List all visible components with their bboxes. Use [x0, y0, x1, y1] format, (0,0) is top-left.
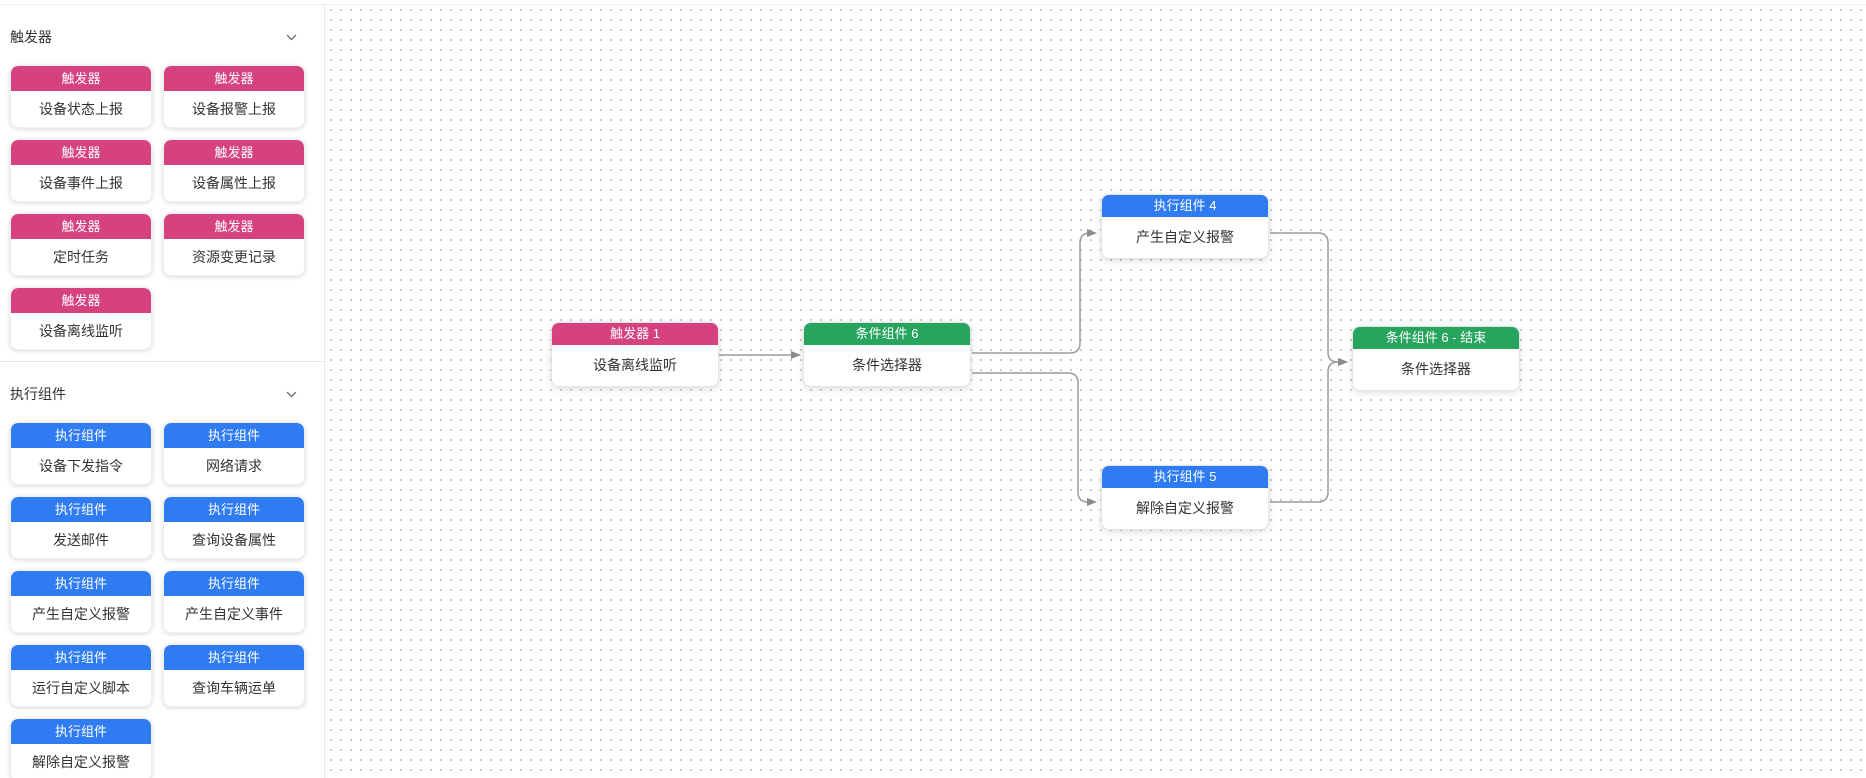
- palette-card[interactable]: 执行组件网络请求: [163, 422, 305, 485]
- palette-card-label: 设备事件上报: [11, 165, 151, 201]
- palette-card[interactable]: 执行组件设备下发指令: [10, 422, 152, 485]
- palette-card[interactable]: 触发器设备报警上报: [163, 65, 305, 128]
- flow-node-action-5[interactable]: 执行组件 5 解除自定义报警: [1101, 465, 1269, 530]
- palette-section-title: 执行组件: [10, 386, 66, 402]
- palette-card-grid: 触发器设备状态上报触发器设备报警上报触发器设备事件上报触发器设备属性上报触发器定…: [0, 53, 324, 350]
- palette-card-label: 解除自定义报警: [11, 744, 151, 778]
- palette-card-badge: 触发器: [164, 140, 304, 165]
- flow-node-trigger-1[interactable]: 触发器 1 设备离线监听: [551, 322, 719, 387]
- palette-card-label: 设备状态上报: [11, 91, 151, 127]
- palette-card-label: 设备报警上报: [164, 91, 304, 127]
- palette-card-label: 查询设备属性: [164, 522, 304, 558]
- palette-card-label: 发送邮件: [11, 522, 151, 558]
- flow-node-header: 执行组件 4: [1102, 195, 1268, 217]
- flow-node-label: 产生自定义报警: [1136, 229, 1234, 245]
- flow-node-label: 设备离线监听: [593, 357, 677, 373]
- palette-card-label: 网络请求: [164, 448, 304, 484]
- palette-card[interactable]: 触发器设备离线监听: [10, 287, 152, 350]
- palette-card-label: 产生自定义事件: [164, 596, 304, 632]
- palette-card[interactable]: 执行组件运行自定义脚本: [10, 644, 152, 707]
- chevron-down-icon[interactable]: [285, 388, 298, 401]
- palette-card-label: 设备离线监听: [11, 313, 151, 349]
- palette-card-label: 产生自定义报警: [11, 596, 151, 632]
- palette-card-badge: 触发器: [11, 140, 151, 165]
- flow-edges-layer: [719, 229, 1348, 506]
- palette-section-header-trigger[interactable]: 触发器: [0, 21, 324, 53]
- flow-node-header: 条件组件 6 - 结束: [1353, 327, 1519, 349]
- flow-node-action-4[interactable]: 执行组件 4 产生自定义报警: [1101, 194, 1269, 259]
- palette-card-badge: 执行组件: [11, 645, 151, 670]
- flow-node-header: 触发器 1: [552, 323, 718, 345]
- palette-divider: [0, 361, 324, 362]
- palette-section-title: 触发器: [10, 29, 52, 45]
- palette-card-badge: 执行组件: [164, 571, 304, 596]
- palette-card-badge: 执行组件: [164, 497, 304, 522]
- palette-card-badge: 触发器: [11, 66, 151, 91]
- palette-card-badge: 执行组件: [11, 719, 151, 744]
- palette-card-badge: 执行组件: [11, 571, 151, 596]
- palette-card[interactable]: 触发器设备状态上报: [10, 65, 152, 128]
- palette-card-grid: 执行组件设备下发指令执行组件网络请求执行组件发送邮件执行组件查询设备属性执行组件…: [0, 410, 324, 778]
- palette-card[interactable]: 执行组件解除自定义报警: [10, 718, 152, 778]
- palette-card-badge: 执行组件: [164, 645, 304, 670]
- flow-node-condition-6-end[interactable]: 条件组件 6 - 结束条件选择器: [1352, 326, 1520, 391]
- palette-card-label: 资源变更记录: [164, 239, 304, 275]
- palette-card-badge: 执行组件: [164, 423, 304, 448]
- flow-node-condition-6[interactable]: 条件组件 6 条件选择器: [803, 322, 971, 387]
- palette-card-badge: 触发器: [164, 214, 304, 239]
- palette-card-badge: 触发器: [164, 66, 304, 91]
- palette-card-label: 查询车辆运单: [164, 670, 304, 706]
- top-border: [0, 4, 1866, 5]
- palette-section-header-action[interactable]: 执行组件: [0, 378, 324, 410]
- palette-card[interactable]: 触发器资源变更记录: [163, 213, 305, 276]
- flow-edge-condition-6-to-action-4: [972, 229, 1097, 354]
- palette-card[interactable]: 执行组件产生自定义报警: [10, 570, 152, 633]
- palette-card[interactable]: 执行组件查询车辆运单: [163, 644, 305, 707]
- palette-card[interactable]: 执行组件产生自定义事件: [163, 570, 305, 633]
- flow-edge-action-5-to-condition-6-end: [1270, 358, 1348, 503]
- palette-card-badge: 执行组件: [11, 497, 151, 522]
- flow-node-label: 条件选择器: [852, 357, 922, 373]
- flow-edge-condition-6-to-action-5: [972, 372, 1097, 506]
- palette-card[interactable]: 执行组件查询设备属性: [163, 496, 305, 559]
- palette-card-label: 设备下发指令: [11, 448, 151, 484]
- palette-card[interactable]: 触发器设备事件上报: [10, 139, 152, 202]
- flow-edge-action-4-to-condition-6-end: [1270, 232, 1348, 366]
- palette-card-badge: 触发器: [11, 288, 151, 313]
- palette-card[interactable]: 执行组件发送邮件: [10, 496, 152, 559]
- chevron-down-icon[interactable]: [285, 31, 298, 44]
- palette-card[interactable]: 触发器设备属性上报: [163, 139, 305, 202]
- palette-card-label: 运行自定义脚本: [11, 670, 151, 706]
- palette-card-label: 设备属性上报: [164, 165, 304, 201]
- palette-card[interactable]: 触发器定时任务: [10, 213, 152, 276]
- palette-card-badge: 执行组件: [11, 423, 151, 448]
- component-palette: 触发器触发器设备状态上报触发器设备报警上报触发器设备事件上报触发器设备属性上报触…: [0, 5, 325, 778]
- flow-node-label: 解除自定义报警: [1136, 500, 1234, 516]
- flow-node-label: 条件选择器: [1401, 361, 1471, 377]
- palette-card-label: 定时任务: [11, 239, 151, 275]
- palette-card-badge: 触发器: [11, 214, 151, 239]
- flow-node-header: 执行组件 5: [1102, 466, 1268, 488]
- flow-node-header: 条件组件 6: [804, 323, 970, 345]
